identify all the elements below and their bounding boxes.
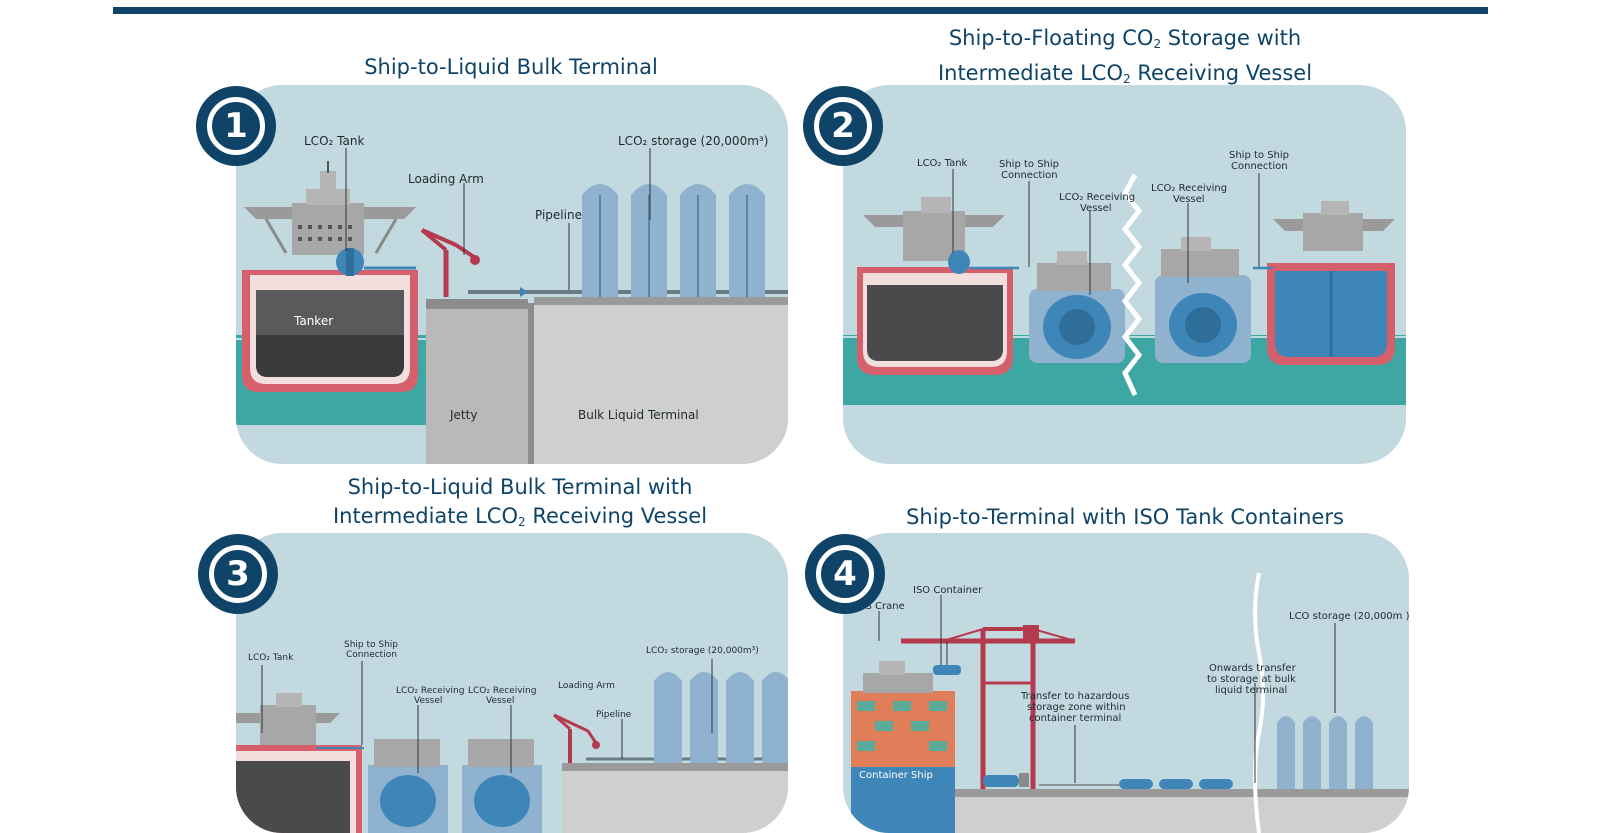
panel1-scene: LCO₂ Tank Loading Arm LCO₂ storage (20,0…: [236, 85, 788, 464]
terminal: [534, 303, 788, 464]
label-receiving-2b: Vessel: [1173, 194, 1205, 205]
storage-tanks: [582, 184, 765, 297]
panel2-scene: LCO₂ Tank Ship to Ship Connection LCO₂ R…: [843, 85, 1406, 464]
label-storage: LCO₂ storage (20,000m³): [618, 134, 768, 148]
scene-divider: [1121, 173, 1143, 397]
panel4-number-badge: 4: [805, 534, 885, 614]
sts-crane: [901, 627, 1076, 795]
panel3-number-badge: 3: [198, 534, 278, 614]
label-lco2-tank: LCO₂ Tank: [304, 134, 364, 148]
label-onwards-1: Onwards transfer: [1209, 663, 1297, 674]
label-onwards-2: to storage at bulk: [1207, 674, 1296, 685]
label-transfer-1: Transfer to hazardous: [1020, 691, 1129, 702]
panel3-scene: LCO₂ Tank Ship to Ship Connection LCO₂ R…: [236, 533, 788, 833]
label-sts-connection-2a: Ship to Ship: [1229, 150, 1289, 161]
label-transfer-3: container terminal: [1029, 713, 1121, 724]
label-sts-connection-1a: Ship to Ship: [999, 159, 1059, 170]
label-storage: LCO₂ storage (20,000m³): [646, 646, 759, 656]
label-lco2-tank: LCO₂ Tank: [248, 653, 294, 663]
label-loading-arm: Loading Arm: [558, 681, 615, 691]
panel2-number-badge: 2: [803, 86, 883, 166]
label-recv1-b: Vessel: [414, 696, 442, 706]
label-onwards-3: liquid terminal: [1215, 685, 1287, 696]
label-pipeline: Pipeline: [535, 208, 582, 222]
label-recv2-a: LCO₂ Receiving: [468, 686, 536, 696]
jetty: [426, 299, 528, 464]
panel4-scene: ISO Container STS Crane LCO storage (20,…: [843, 533, 1409, 833]
label-receiving-1a: LCO₂ Receiving: [1059, 192, 1135, 203]
panel2-title: Ship-to-Floating CO2 Storage with Interm…: [937, 26, 1313, 86]
panel4-number: 4: [816, 545, 874, 603]
panel3-title: Ship-to-Liquid Bulk Terminal with Interm…: [332, 475, 708, 529]
label-sts-connection-1b: Connection: [1001, 170, 1058, 181]
label-recv1-a: LCO₂ Receiving: [396, 686, 464, 696]
label-sts-crane: STS Crane: [853, 601, 905, 612]
label-sts-b: Connection: [346, 650, 397, 660]
panel1-title: Ship-to-Liquid Bulk Terminal: [364, 55, 658, 79]
top-rule: [113, 7, 1488, 14]
label-container-ship: Container Ship: [859, 770, 933, 781]
label-lco2-tank: LCO₂ Tank: [917, 158, 968, 169]
panel1-number: 1: [207, 97, 265, 155]
label-tanker: Tanker: [293, 314, 333, 328]
label-pipeline: Pipeline: [596, 710, 632, 720]
label-loading-arm: Loading Arm: [408, 172, 484, 186]
label-storage: LCO storage (20,000m ): [1289, 611, 1409, 622]
label-recv2-b: Vessel: [486, 696, 514, 706]
label-receiving-1b: Vessel: [1080, 203, 1112, 214]
panel3-number: 3: [209, 545, 267, 603]
panel2-number: 2: [814, 97, 872, 155]
label-sts-connection-2b: Connection: [1231, 161, 1288, 172]
label-iso-container: ISO Container: [913, 585, 983, 596]
label-jetty: Jetty: [449, 408, 477, 422]
label-sts-a: Ship to Ship: [344, 640, 398, 650]
label-receiving-2a: LCO₂ Receiving: [1151, 183, 1227, 194]
label-bulk-terminal: Bulk Liquid Terminal: [578, 408, 699, 422]
label-transfer-2: storage zone within: [1027, 702, 1126, 713]
panel1-number-badge: 1: [196, 86, 276, 166]
panel4-title: Ship-to-Terminal with ISO Tank Container…: [906, 505, 1344, 529]
